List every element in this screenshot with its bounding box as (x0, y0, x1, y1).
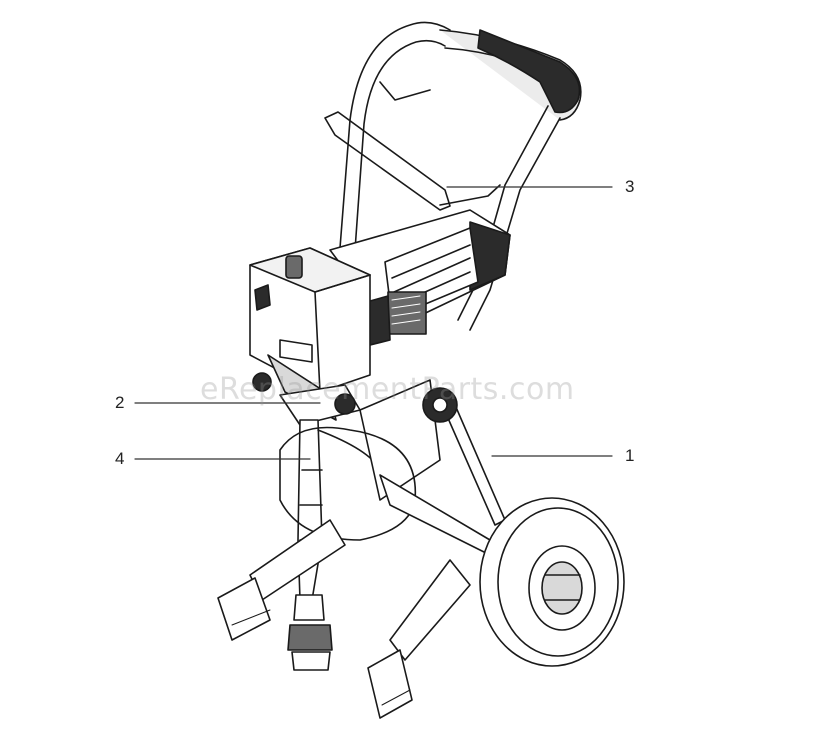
cart-wheel (479, 497, 625, 667)
wire-hook (324, 111, 501, 211)
callout-4: 4 (115, 449, 125, 468)
callout-2: 2 (115, 393, 125, 412)
watermark: eReplacementParts.com (200, 372, 575, 407)
cart-frame (217, 379, 506, 719)
callout-3: 3 (625, 177, 635, 196)
leader-lines (134, 186, 613, 460)
callout-1: 1 (625, 446, 635, 465)
